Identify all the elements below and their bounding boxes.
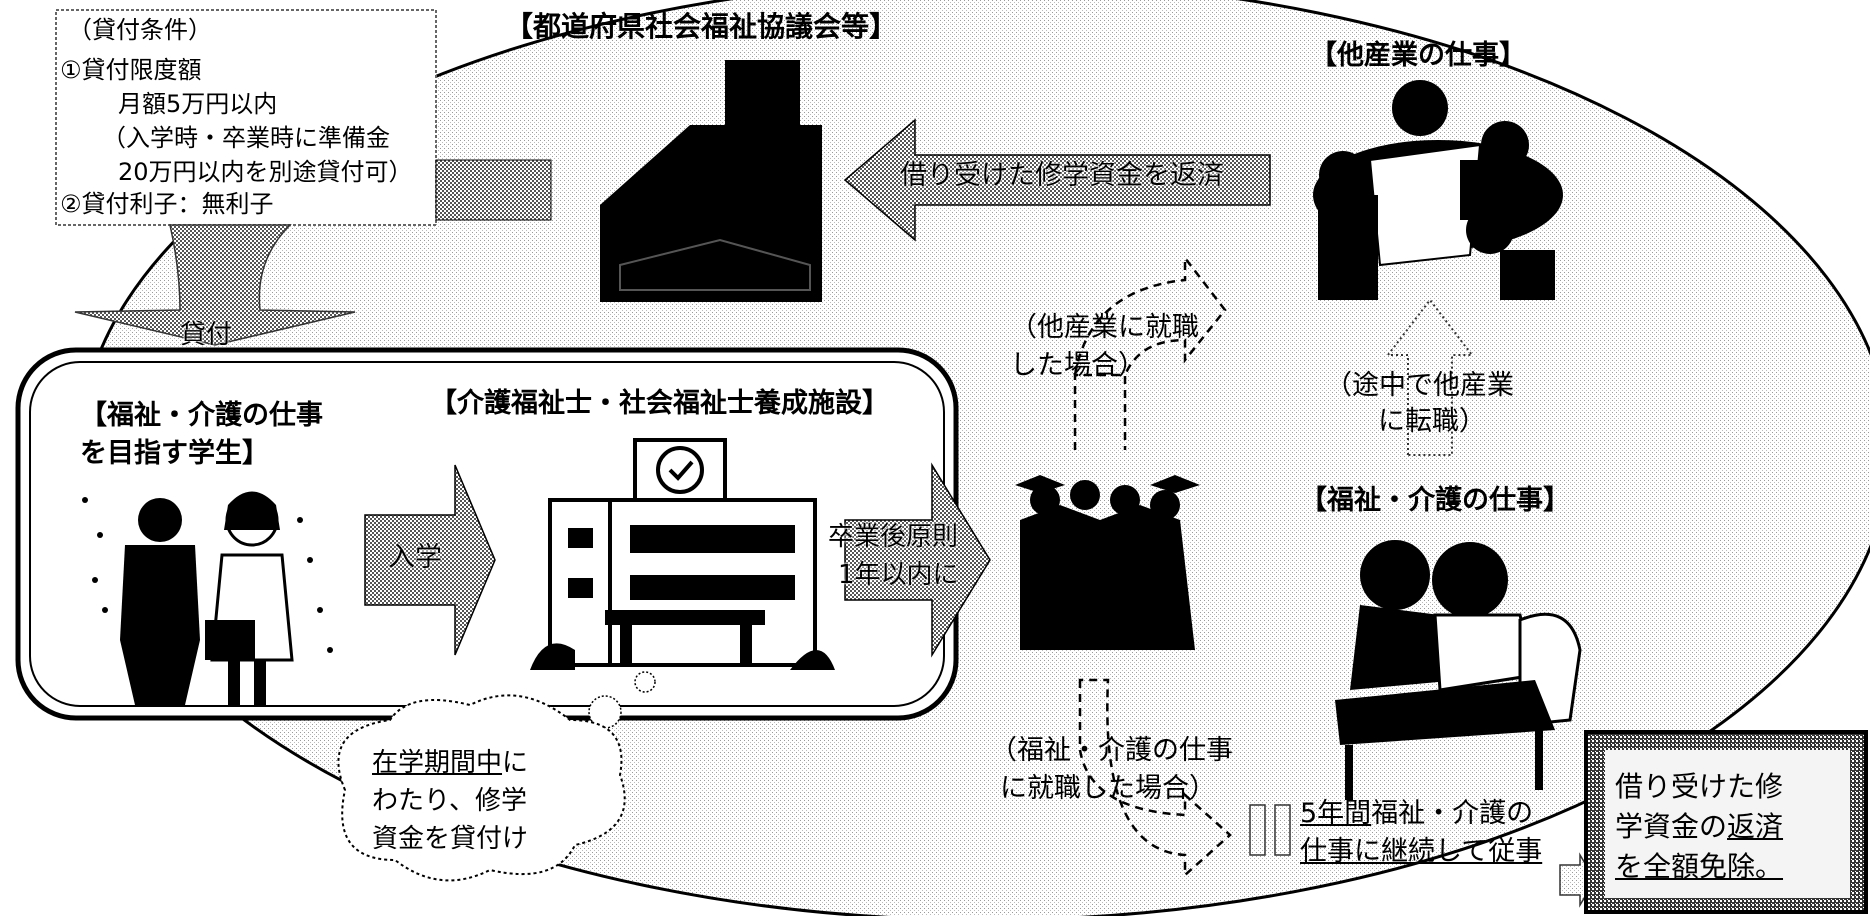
council-title: 【都道府県社会福祉協議会等】 — [505, 10, 898, 43]
welfare-employment-path — [1078, 678, 1232, 878]
enroll-arrow-label: 入学 — [388, 542, 442, 573]
welfare-employment-line1: （福祉・介護の仕事 — [990, 735, 1233, 766]
conditions-item1-line2: （入学時・卒業時に準備金 — [102, 124, 390, 152]
school-title: 【介護福祉士・社会福祉士養成施設】 — [430, 388, 889, 419]
exemption-line2: 学資金の返済 — [1615, 810, 1783, 844]
other-employment-path — [1073, 254, 1227, 450]
graduates-icon — [1015, 475, 1200, 650]
job-change-arrow — [1385, 298, 1475, 456]
conditions-title: （貸付条件） — [68, 16, 212, 44]
other-job-title: 【他産業の仕事】 — [1310, 40, 1526, 71]
conditions-item2: ②貸付利子：無利子 — [60, 190, 274, 218]
graduation-arrow-line1: 卒業後原則 — [828, 522, 959, 552]
graduation-arrow — [844, 462, 991, 658]
exemption-repayment: 返済 — [1727, 810, 1784, 843]
other-employment-line2: した場合） — [1010, 350, 1145, 381]
continuation-line2: 仕事に継続して従事 — [1300, 836, 1543, 867]
office-meeting-icon — [1313, 80, 1563, 300]
repay-arrow-label: 借り受けた修学資金を返済 — [900, 160, 1224, 191]
continuation-years: 5年間 — [1300, 798, 1372, 829]
enroll-arrow — [364, 464, 496, 656]
repay-arrow — [843, 118, 1271, 242]
exemption-line2-a: 学資金の — [1615, 810, 1728, 843]
continuation-line1: 5年間福祉・介護の — [1300, 798, 1533, 830]
conditions-connector — [435, 159, 552, 221]
loan-arrow-label: 貸付 — [180, 320, 233, 350]
school-building-icon — [530, 438, 835, 670]
cloud-line1-rest: に — [502, 748, 529, 778]
caregiving-icon — [1335, 540, 1582, 800]
cloud-period: 在学期間中 — [372, 748, 503, 778]
continuation-line1-rest: 福祉・介護の — [1371, 798, 1534, 829]
conditions-item1-title: ①貸付限度額 — [60, 56, 202, 84]
student-title-line1: 【福祉・介護の仕事 — [80, 400, 323, 431]
other-employment-line1: （他産業に就職 — [1010, 312, 1199, 343]
council-building-icon — [600, 60, 822, 302]
cloud-line1: 在学期間中に — [372, 748, 528, 779]
cloud-line3: 資金を貸付け — [372, 824, 529, 854]
thought-cloud — [337, 671, 656, 882]
graduation-arrow-line2: 1年以内に — [838, 560, 959, 590]
cloud-line2: わたり、修学 — [372, 786, 527, 816]
job-change-line2: に転職） — [1378, 406, 1486, 437]
welfare-employment-line2: に就職した場合） — [1000, 773, 1216, 804]
job-change-line1: （途中で他産業 — [1325, 370, 1514, 401]
exemption-line1: 借り受けた修 — [1615, 770, 1784, 803]
students-icon — [82, 491, 333, 705]
student-title-line2: を目指す学生】 — [80, 438, 269, 469]
welfare-job-title: 【福祉・介護の仕事】 — [1300, 485, 1570, 516]
exemption-line3: を全額免除。 — [1615, 850, 1784, 883]
conditions-item1-line1: 月額5万円以内 — [118, 90, 278, 118]
conditions-box — [55, 9, 437, 226]
continuation-arrow — [1249, 804, 1291, 856]
conditions-item1-line3: 20万円以内を別途貸付可） — [118, 158, 413, 186]
loan-arrow — [74, 224, 356, 346]
